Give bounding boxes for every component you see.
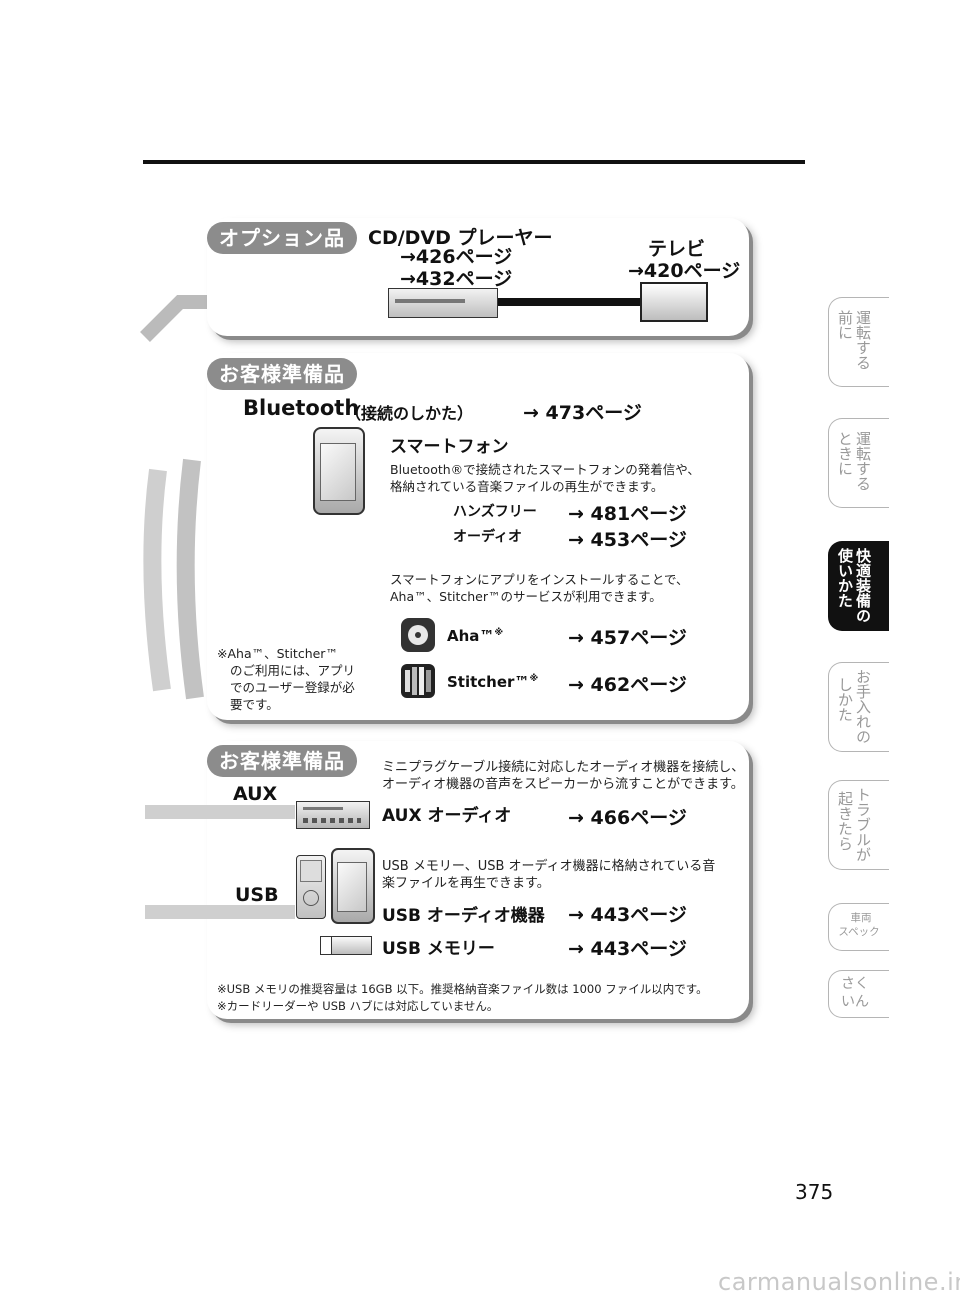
side-tab-index[interactable]: さく いん [828,970,889,1018]
bluetooth-desc-2: 格納されている音楽ファイルの再生ができます。 [390,479,664,494]
stitcher-app-icon [401,664,435,698]
side-tab-maintenance[interactable]: お手入れの しかた [828,662,889,752]
app-note-line-4: 要です。 [230,697,279,712]
usb-footnote-2: ※カードリーダーや USB ハブには対応していません。 [217,999,499,1013]
usb-audio-title: USB オーディオ機器 [382,906,545,926]
side-tab-7-line2: いん [841,994,869,1010]
options-pill: オプション品 [207,222,357,254]
usb-footnote-1: ※USB メモリの推奨容量は 16GB 以下。推奨格納音楽ファイル数は 1000… [217,982,708,996]
stitcher-label-text: Stitcher™ [447,673,530,691]
side-tab-2-col1: 運転する [854,431,872,491]
aha-label: Aha™※ [447,627,503,645]
usb-smartphone-icon [331,848,375,924]
side-tab-3-col1: 快適装備の [854,548,872,623]
usb-memory-title: USB メモリー [382,939,495,959]
aux-audio-title: AUX オーディオ [382,806,512,826]
audio-ref[interactable]: → 453ページ [568,529,687,551]
bluetooth-ref[interactable]: → 473ページ [523,402,642,424]
side-tab-1-col1: 運転する [854,310,872,370]
tv-ref[interactable]: →420ページ [628,260,741,282]
bluetooth-title: Bluetooth [243,396,360,420]
cd-dvd-title: CD/DVD プレーヤー [368,227,553,249]
side-tab-1-col2: 前に [836,310,854,340]
aha-label-text: Aha™ [447,627,495,645]
usb-desc-2: 楽ファイルを再生できます。 [382,876,550,891]
aux-desc-1: ミニプラグケーブル接続に対応したオーディオ機器を接続し、 [382,760,745,775]
header-rule [143,160,805,164]
page-number: 375 [795,1180,834,1204]
cd-dvd-player-icon [388,288,498,318]
aux-audio-ref[interactable]: → 466ページ [568,807,687,829]
side-tab-troubleshooting[interactable]: トラブルが 起きたら [828,780,889,870]
aux-cable-decoration [145,805,295,819]
stitcher-note-mark: ※ [529,674,539,684]
apps-desc-2: Aha™、Stitcher™のサービスが利用できます。 [390,589,662,604]
aux-usb-pill: お客様準備品 [207,745,357,777]
cd-dvd-ref-1[interactable]: →426ページ [400,246,513,268]
smartphone-title: スマートフォン [390,437,509,457]
cd-dvd-ref-2[interactable]: →432ページ [400,268,513,290]
app-note-line-2: のご利用には、アプリ [230,663,356,678]
aux-label: AUX [233,783,278,805]
handsfree-label: ハンズフリー [453,504,537,520]
side-tab-3-col2: 使いかた [836,548,854,608]
side-tab-while-driving[interactable]: 運転する ときに [828,418,889,508]
side-tab-comfort-features[interactable]: 快適装備の 使いかた [828,541,889,631]
bluetooth-pill: お客様準備品 [207,358,357,390]
aha-note-mark: ※ [494,628,504,638]
side-tab-6-line2: スペック [838,926,880,938]
handsfree-ref[interactable]: → 481ページ [568,503,687,525]
watermark: carmanualsonline.info [718,1268,960,1296]
aux-desc-2: オーディオ機器の音声をスピーカーから流すことができます。 [382,777,744,792]
side-tab-4-col1: お手入れの [854,669,872,744]
bluetooth-subtitle: （接続のしかた） [345,404,474,423]
audio-label: オーディオ [453,529,523,545]
side-tab-specifications[interactable]: 車両 スペック [828,903,889,951]
side-tab-4-col2: しかた [836,677,854,722]
usb-label: USB [235,884,279,906]
side-tab-5-col1: トラブルが [854,787,872,862]
tv-icon [640,282,708,322]
usb-cable-decoration [145,905,295,919]
app-note-line-1: ※Aha™、Stitcher™ [217,646,338,661]
bluetooth-desc-1: Bluetooth®で接続されたスマートフォンの発着信や、 [390,462,700,477]
usb-desc-1: USB メモリー、USB オーディオ機器に格納されている音 [382,859,716,874]
stitcher-ref[interactable]: → 462ページ [568,674,687,696]
apps-desc-1: スマートフォンにアプリをインストールすることで、 [390,572,689,587]
usb-audio-ref[interactable]: → 443ページ [568,904,687,926]
side-tab-2-col2: ときに [836,431,854,476]
usb-memory-ref[interactable]: → 443ページ [568,938,687,960]
tv-title: テレビ [648,238,706,260]
aha-ref[interactable]: → 457ページ [568,627,687,649]
app-note-line-3: でのユーザー登録が必 [230,680,355,695]
usb-memory-icon [320,936,372,955]
aha-app-icon [401,618,435,652]
side-tab-5-col2: 起きたら [836,791,854,851]
smartphone-icon [313,427,365,515]
bluetooth-panel [207,353,749,720]
stitcher-label: Stitcher™※ [447,673,538,691]
side-tab-7-line1: さく [841,976,869,992]
music-player-icon [296,855,326,919]
aux-device-icon [296,801,370,829]
connection-cable [498,298,640,306]
side-tab-before-driving[interactable]: 運転する 前に [828,297,889,387]
side-tab-6-line1: 車両 [850,912,872,924]
